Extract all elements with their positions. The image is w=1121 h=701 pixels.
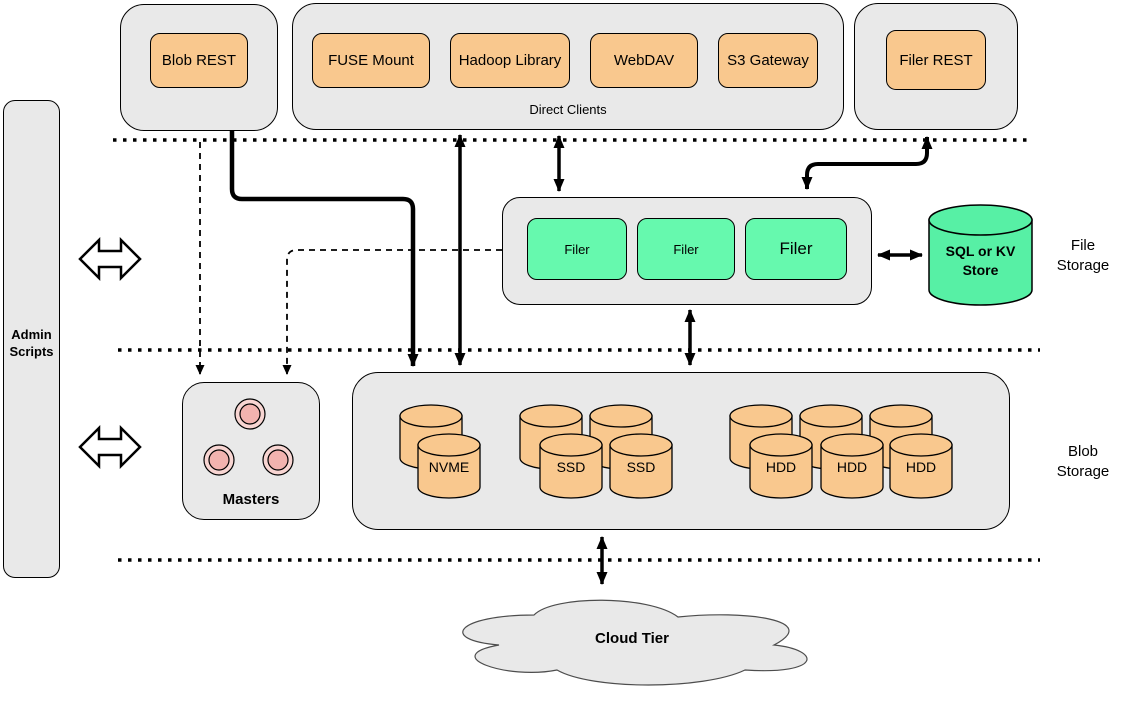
- node-blob-rest: Blob REST: [150, 33, 248, 88]
- node-filer-1: Filer: [527, 218, 627, 280]
- admin-scripts-label: Admin Scripts: [9, 327, 54, 359]
- node-webdav: WebDAV: [590, 33, 698, 88]
- cloud-tier-label: Cloud Tier: [595, 630, 669, 647]
- volume-label-nvme: NVME: [428, 459, 470, 475]
- admin-link-arrow-top: [78, 236, 142, 282]
- file-storage-tier-label: File Storage: [1056, 237, 1110, 274]
- volume-label-hdd-1: HDD: [765, 459, 797, 475]
- node-filer-3: Filer: [745, 218, 847, 280]
- admin-scripts-box: [3, 100, 60, 578]
- node-filer-rest: Filer REST: [886, 30, 986, 90]
- admin-link-arrow-bottom: [78, 424, 142, 470]
- volume-label-ssd-1: SSD: [556, 459, 586, 475]
- node-fuse-mount: FUSE Mount: [312, 33, 430, 88]
- node-filer-2: Filer: [637, 218, 735, 280]
- masters-label: Masters: [222, 491, 280, 508]
- node-s3-gateway: S3 Gateway: [718, 33, 818, 88]
- volume-servers-group: [352, 372, 1010, 530]
- conn-blobrest-to-volumes: [229, 131, 419, 367]
- node-hadoop-library: Hadoop Library: [450, 33, 570, 88]
- volume-label-ssd-2: SSD: [626, 459, 656, 475]
- volume-label-hdd-3: HDD: [905, 459, 937, 475]
- direct-clients-caption: Direct Clients: [529, 102, 607, 117]
- store-label: SQL or KV Store: [945, 243, 1016, 278]
- conn-filerrest-to-filers: [801, 136, 933, 190]
- blob-storage-tier-label: Blob Storage: [1056, 443, 1110, 480]
- conn-filers-to-masters-dashed: [282, 249, 502, 375]
- volume-label-hdd-2: HDD: [836, 459, 868, 475]
